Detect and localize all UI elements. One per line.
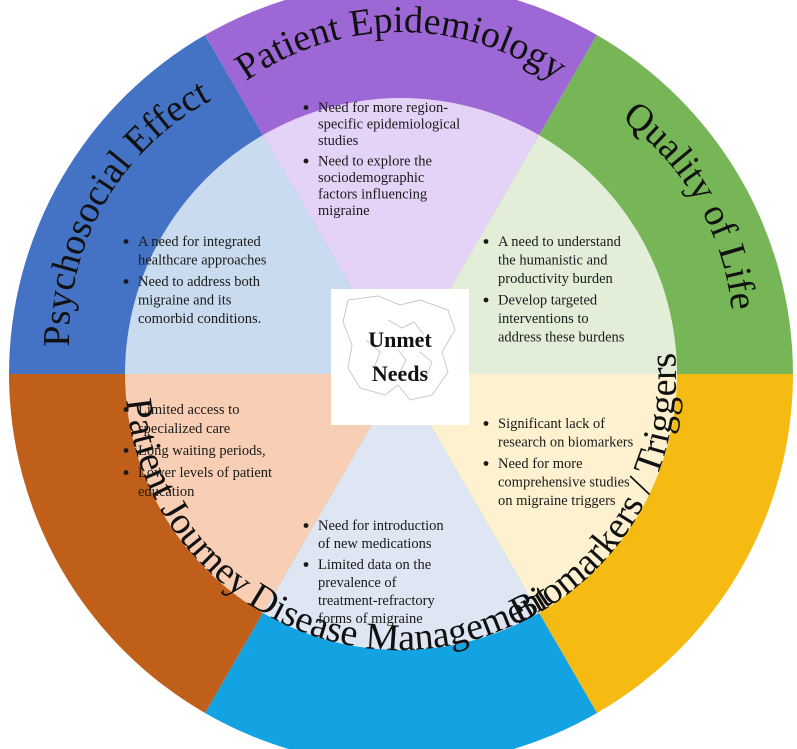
bullet-line: the humanistic and (498, 253, 608, 269)
bullet-line: research on biomarkers (498, 435, 634, 451)
bullet-line: education (138, 484, 195, 500)
bullet-line: comorbid conditions. (138, 311, 261, 327)
center-box: Unmet Needs (331, 289, 469, 425)
bullet-dot (123, 407, 129, 412)
bullet-list-psychosocial-effect: A need for integrated healthcare approach… (123, 234, 267, 327)
bullet-line: Develop targeted (498, 293, 598, 309)
inner-sector-patient-journey (125, 374, 401, 613)
bullet-line: healthcare approaches (138, 253, 267, 269)
inner-sector-quality-of-life (401, 135, 677, 374)
bullet-dot (303, 158, 309, 164)
center-title-line1: Unmet (368, 327, 432, 352)
bullet-dot (303, 523, 309, 528)
bullet-dot (303, 105, 309, 110)
bullet-line: factors influencing (318, 187, 427, 203)
bullet-line: A need to understand (498, 234, 622, 250)
bullet-line: Need to explore the (318, 154, 432, 170)
bullet-line: of new medications (318, 536, 432, 552)
bullet-line: Significant lack of (498, 416, 605, 432)
bullet-list-quality-of-life: A need to understand the humanistic and pr… (483, 234, 625, 346)
bullet-dot (123, 279, 129, 284)
bullet-line: specific epidemiological (318, 117, 460, 133)
bullet-line: on migraine triggers (498, 493, 616, 509)
bullet-line: A need for integrated (138, 234, 262, 250)
bullet-dot (123, 448, 129, 453)
bullet-line: prevalence of (318, 575, 397, 591)
bullet-list-biomarkers-triggers: Significant lack of research on biomarker… (483, 416, 634, 509)
bullet-dot (123, 239, 129, 244)
bullet-line: address these burdens (498, 330, 625, 346)
bullet-line: migraine and its (138, 293, 232, 309)
bullet-line: Need for introduction (318, 518, 444, 534)
bullet-line: Lower levels of patient (138, 465, 272, 481)
bullet-line: interventions to (498, 311, 589, 327)
bullet-dot (483, 297, 489, 303)
bullet-line: productivity burden (498, 271, 614, 287)
bullet-line: migraine (318, 203, 370, 219)
bullet-line: treatment-refractory (318, 593, 435, 609)
bullet-dot (123, 470, 129, 475)
center-title-line2: Needs (372, 361, 429, 386)
bullet-line: Need for more (498, 456, 583, 472)
bullet-line: Limited access to (138, 402, 239, 418)
bullet-dot (303, 562, 309, 567)
bullet-line: forms of migraine (318, 611, 423, 627)
bullet-line: Long waiting periods, (138, 443, 266, 459)
bullet-dot (483, 421, 489, 426)
bullet-list-patient-epidemiology: Need for more region-specific epidemiolo… (303, 100, 460, 219)
bullet-line: comprehensive studies (498, 475, 630, 491)
inner-sector-disease-management (263, 374, 539, 650)
bullet-line: specialized care (138, 421, 230, 437)
inner-sector-patient-epidemiology (263, 98, 539, 374)
bullet-line: sociodemographic (318, 170, 424, 186)
bullet-line: Need for more region- (318, 100, 448, 116)
region-map-illustration (342, 295, 456, 401)
bullet-dot (483, 461, 489, 466)
bullet-dot (483, 239, 489, 244)
inner-sector-biomarkers-triggers (401, 374, 677, 613)
bullet-line: studies (318, 133, 359, 149)
bullet-list-disease-management: Need for introduction of new medicationsL… (303, 518, 444, 627)
bullet-line: Need to address both (138, 274, 261, 290)
bullet-line: Limited data on the (318, 557, 431, 573)
